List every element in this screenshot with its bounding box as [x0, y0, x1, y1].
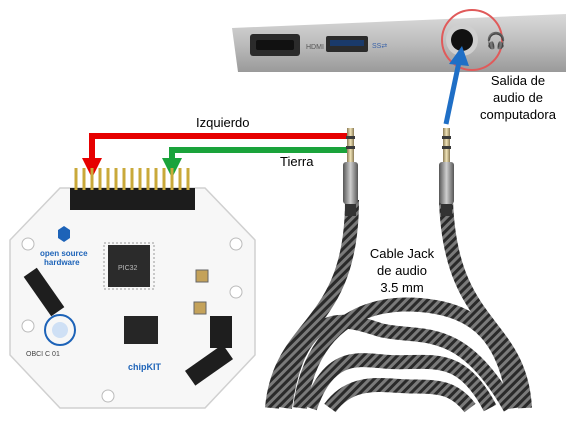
label-audio-out-line3: computadora — [470, 106, 566, 123]
label-audio-out-line2: audio de — [470, 89, 566, 106]
board-model: OBCI C 01 — [26, 351, 60, 358]
label-left: Izquierdo — [196, 115, 249, 130]
pin-header — [70, 168, 195, 210]
label-audio-out-line1: Salida de — [470, 72, 566, 89]
logo-line1: open source — [40, 249, 88, 258]
audio-cable — [272, 200, 525, 408]
headphone-icon: 🎧 — [486, 31, 506, 50]
label-audio-out: Salida de audio de computadora — [470, 72, 566, 123]
ground-wire — [172, 150, 350, 162]
hdmi-label: HDMI — [306, 44, 324, 51]
label-cable-line3: 3.5 mm — [360, 279, 444, 296]
label-cable: Cable Jack de audio 3.5 mm — [360, 245, 444, 296]
logo-line2: hardware — [44, 258, 80, 267]
laptop-side: HDMI SS⇄ 🎧 — [232, 10, 566, 72]
label-cable-line1: Cable Jack — [360, 245, 444, 262]
openbci-board: open source hardware PIC32 OBCI C 01 chi… — [10, 168, 255, 408]
reset-button — [194, 302, 206, 314]
board-brand: chipKIT — [128, 362, 162, 372]
right-connector — [210, 316, 232, 348]
right-jack-plug — [439, 128, 454, 216]
usb-label: SS⇄ — [372, 43, 387, 50]
label-ground: Tierra — [280, 154, 313, 169]
chip-label: PIC32 — [118, 265, 138, 272]
left-jack-plug — [343, 128, 358, 216]
adc-chip — [124, 316, 158, 344]
label-cable-line2: de audio — [360, 262, 444, 279]
prog-button — [196, 270, 208, 282]
